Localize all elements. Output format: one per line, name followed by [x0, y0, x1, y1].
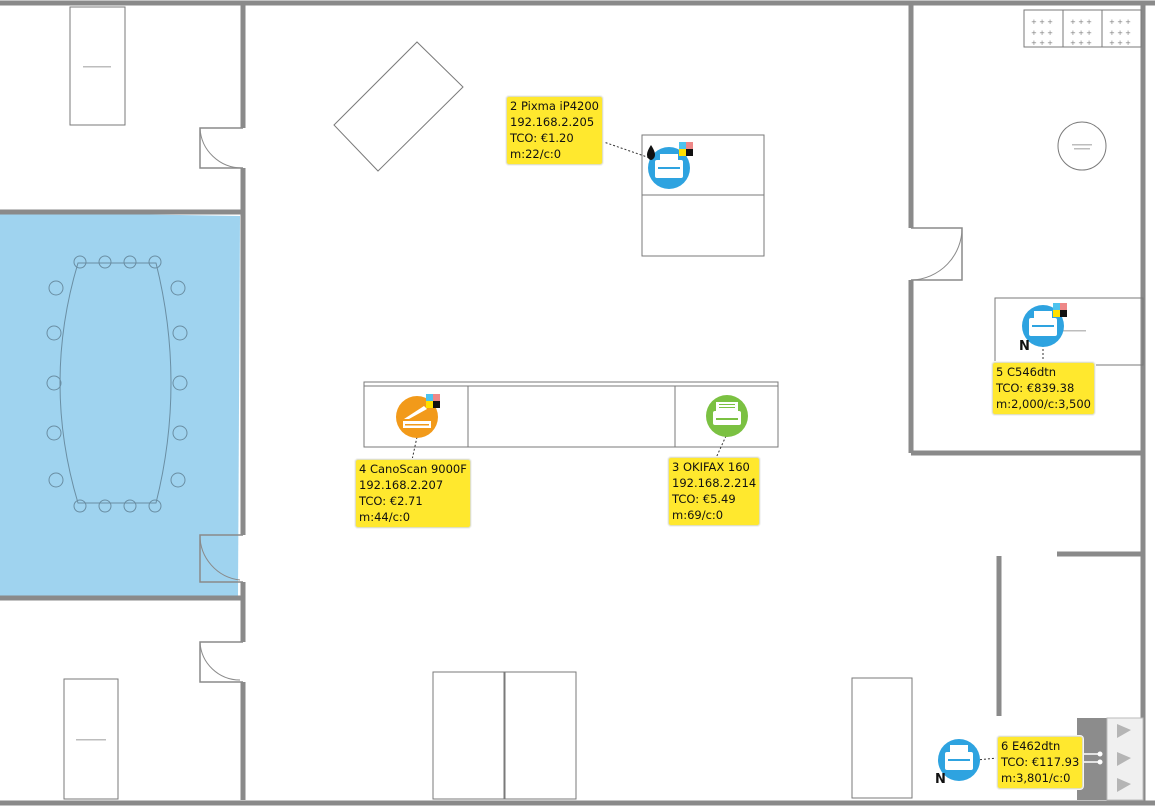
svg-text:+ + +: + + +: [1031, 29, 1053, 37]
device-label-2[interactable]: 2 Pixma iP4200 192.168.2.205 TCO: €1.20 …: [506, 96, 603, 165]
device-counters: m:3,801/c:0: [1001, 771, 1071, 785]
device-ip: 192.168.2.207: [359, 478, 444, 492]
device-tco: TCO: €117.93: [1001, 755, 1080, 769]
device-name: 6 E462dtn: [1001, 739, 1061, 753]
device-counters: m:69/c:0: [672, 508, 724, 522]
svg-text:+ + +: + + +: [1109, 29, 1131, 37]
device-label-3[interactable]: 3 OKIFAX 160 192.168.2.214 TCO: €5.49 m:…: [668, 457, 761, 526]
device-label-6[interactable]: 6 E462dtn TCO: €117.93 m:3,801/c:0: [997, 736, 1084, 789]
scanner-icon[interactable]: [396, 394, 440, 438]
device-tco: TCO: €2.71: [359, 494, 423, 508]
device-name: 2 Pixma iP4200: [510, 99, 599, 113]
device-tco: TCO: €5.49: [672, 492, 736, 506]
network-printer-icon[interactable]: N: [935, 739, 980, 787]
svg-text:+ + +: + + +: [1070, 39, 1092, 47]
svg-text:+ + +: + + +: [1070, 18, 1092, 26]
device-ip: 192.168.2.205: [510, 115, 595, 129]
furniture: [63, 6, 1144, 800]
device-counters: m:44/c:0: [359, 510, 411, 524]
doors: [199, 127, 963, 681]
device-tco: TCO: €1.20: [510, 131, 574, 145]
device-tco: TCO: €839.38: [996, 381, 1075, 395]
svg-text:+ + +: + + +: [1109, 39, 1131, 47]
svg-text:+ + +: + + +: [1031, 39, 1053, 47]
device-label-5[interactable]: 5 C546dtn TCO: €839.38 m:2,000/c:3,500: [992, 362, 1095, 415]
svg-text:+ + +: + + +: [1109, 18, 1131, 26]
conference-table: [46, 255, 188, 513]
conference-room-area[interactable]: [0, 212, 240, 598]
network-badge: N: [1019, 339, 1030, 354]
device-name: 5 C546dtn: [996, 365, 1057, 379]
device-ip: 192.168.2.214: [672, 476, 757, 490]
device-name: 4 CanoScan 9000F: [359, 462, 467, 476]
device-label-4[interactable]: 4 CanoScan 9000F 192.168.2.207 TCO: €2.7…: [355, 459, 471, 528]
network-badge: N: [935, 772, 946, 787]
device-name: 3 OKIFAX 160: [672, 460, 750, 474]
device-counters: m:22/c:0: [510, 147, 562, 161]
fax-icon[interactable]: [706, 395, 748, 437]
svg-text:+ + +: + + +: [1031, 18, 1053, 26]
inkjet-printer-icon[interactable]: [647, 142, 693, 189]
network-printer-icon[interactable]: N: [1019, 303, 1067, 354]
device-counters: m:2,000/c:3,500: [996, 397, 1091, 411]
server-rack: [1077, 717, 1144, 801]
svg-text:+ + +: + + +: [1070, 29, 1092, 37]
